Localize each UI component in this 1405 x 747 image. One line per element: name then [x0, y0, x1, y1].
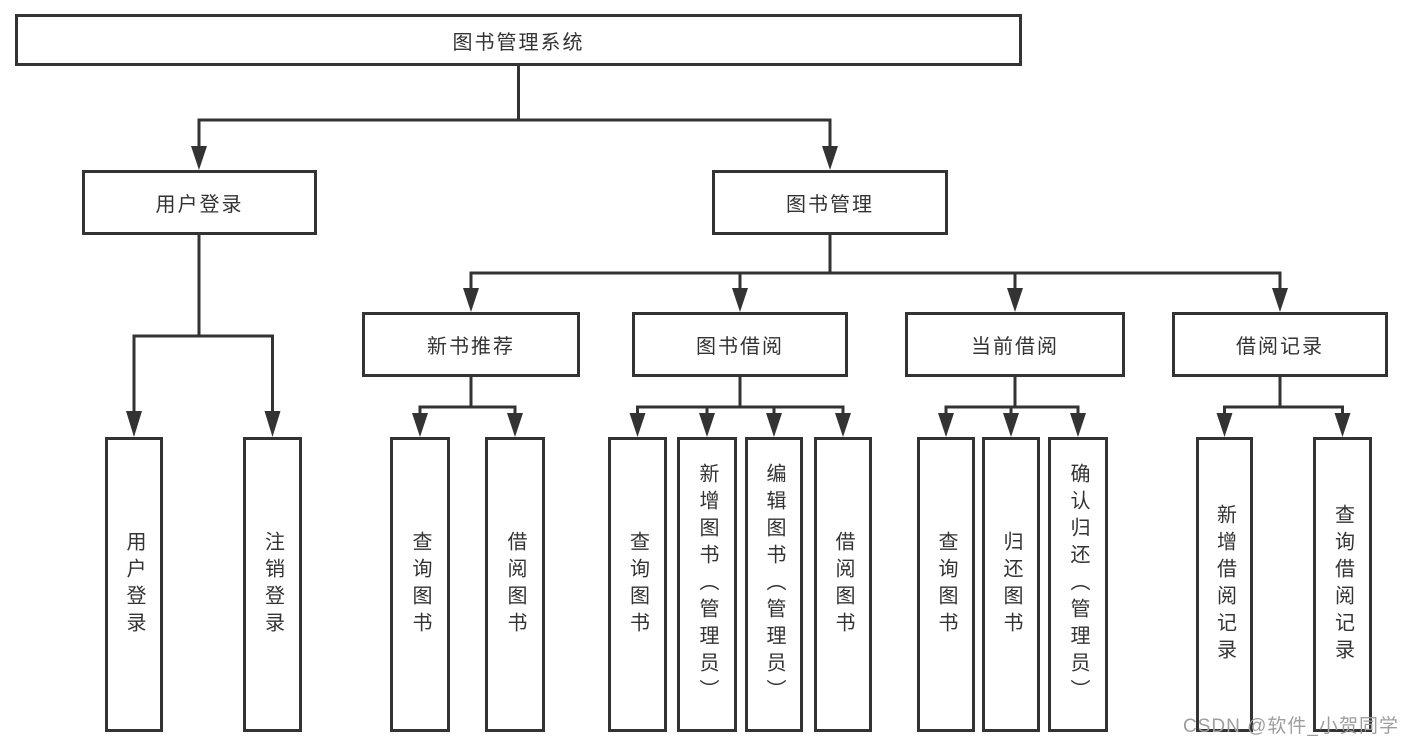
arrow-down-icon [822, 146, 838, 170]
connector-borrow-records-to-leaves [1223, 377, 1344, 415]
node-root-system: 图书管理系统 [15, 14, 1022, 66]
connector-line [132, 235, 274, 414]
arrow-down-icon [1272, 288, 1288, 312]
arrow-down-icon [264, 411, 281, 437]
node-current-borrow: 当前借阅 [905, 312, 1125, 377]
connector-line [197, 66, 832, 148]
node-user-login: 用户登录 [82, 170, 317, 235]
arrow-down-icon [412, 413, 428, 437]
node-borrow-records: 借阅记录 [1172, 312, 1388, 377]
leaf-query-books-borrow: 查询图书 [608, 437, 667, 732]
arrow-down-icon [1070, 413, 1086, 437]
connector-line [1223, 377, 1344, 415]
connector-root-to-level2 [197, 66, 832, 148]
connector-line [418, 377, 517, 415]
arrow-down-icon [191, 146, 207, 170]
leaf-query-borrow-record: 查询借阅记录 [1313, 437, 1372, 732]
leaf-query-books-recommend: 查询图书 [390, 437, 450, 732]
arrow-down-icon [938, 413, 954, 437]
connector-line [636, 377, 845, 415]
leaf-borrow-books: 借阅图书 [814, 437, 872, 732]
arrow-down-icon [766, 413, 782, 437]
connector-book-borrow-to-leaves [636, 377, 845, 415]
connector-current-borrow-to-leaves [944, 377, 1080, 415]
leaf-logout: 注销登录 [243, 437, 302, 732]
node-book-management: 图书管理 [712, 170, 948, 235]
arrow-down-icon [1216, 413, 1233, 437]
arrow-down-icon [507, 413, 523, 437]
connector-line [944, 377, 1080, 415]
leaf-return-books: 归还图书 [982, 437, 1040, 732]
arrow-down-icon [732, 288, 748, 312]
connector-new-book-to-leaves [418, 377, 517, 415]
leaf-query-books-current: 查询图书 [917, 437, 975, 732]
arrow-down-icon [1007, 288, 1023, 312]
node-book-borrow: 图书借阅 [632, 312, 848, 377]
connector-line [469, 235, 1282, 290]
leaf-add-borrow-record: 新增借阅记录 [1196, 437, 1253, 732]
arrow-down-icon [835, 413, 851, 437]
arrow-down-icon [699, 413, 715, 437]
leaf-user-login: 用户登录 [105, 437, 163, 732]
arrow-down-icon [629, 413, 646, 437]
connector-user-login-to-leaves [132, 235, 274, 414]
arrow-down-icon [1334, 413, 1351, 437]
arrow-down-icon [126, 411, 142, 437]
leaf-add-books-admin: 新增图书（管理员） [677, 437, 737, 732]
arrow-down-icon [1003, 413, 1019, 437]
leaf-borrow-books-recommend: 借阅图书 [485, 437, 545, 732]
leaf-confirm-return-admin: 确认归还（管理员） [1048, 437, 1108, 732]
arrow-down-icon [463, 288, 479, 312]
leaf-edit-books-admin: 编辑图书（管理员） [745, 437, 803, 732]
connector-book-management-to-level3 [469, 235, 1282, 290]
node-new-book-recommend: 新书推荐 [362, 312, 580, 377]
csdn-watermark: CSDN @软件_小贺同学 [1183, 716, 1399, 737]
